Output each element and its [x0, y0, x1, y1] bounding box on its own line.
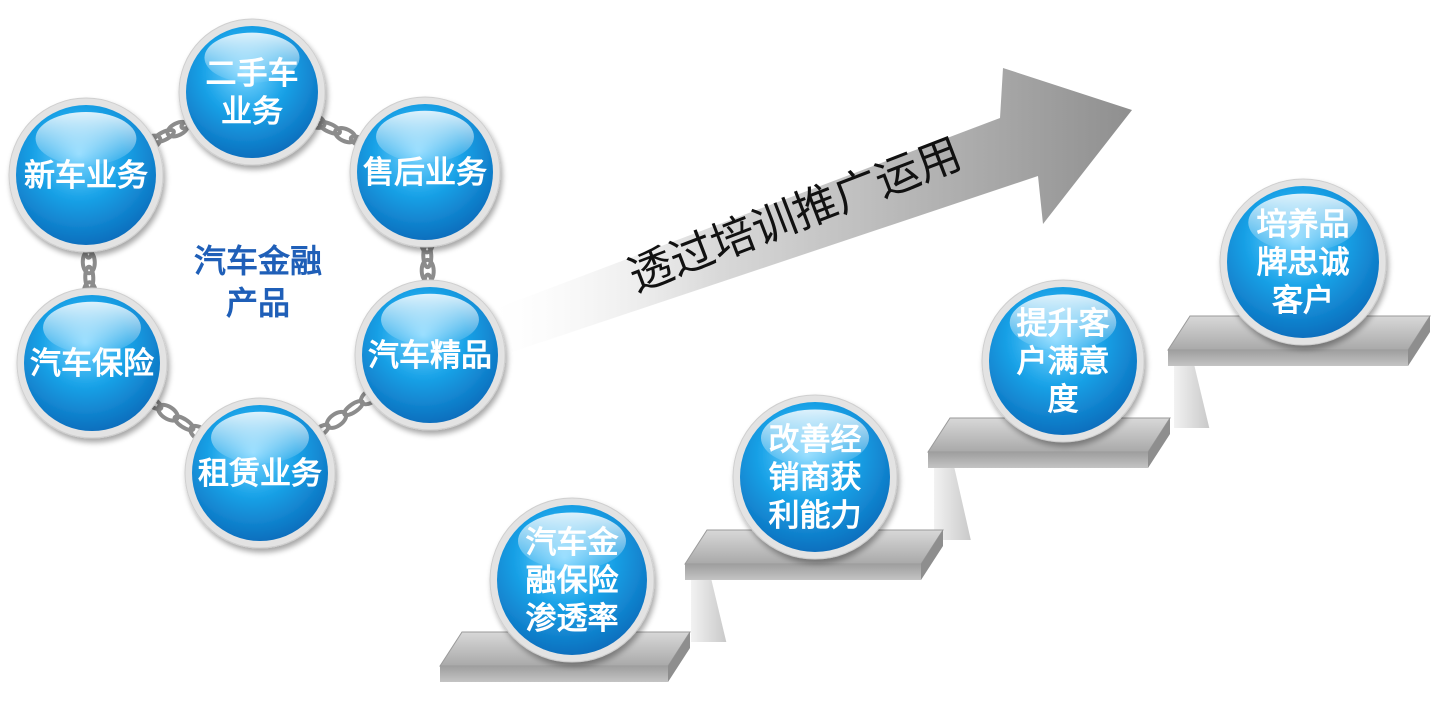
bubble-gloss [1009, 294, 1117, 351]
center-line-1: 汽车金融 [194, 242, 322, 280]
bubble-gloss [381, 293, 479, 346]
step-node-loyalty-line-1: 培养品 [1257, 207, 1350, 243]
chain-link [156, 402, 180, 423]
stair-side [921, 530, 943, 580]
cycle-node-insurance: 汽车保险 [16, 287, 168, 439]
cycle-node-new-car: 新车业务 [8, 97, 164, 253]
stair-front [1168, 350, 1408, 366]
bubble-gloss [35, 112, 137, 166]
step-node-profitability-line-3: 利能力 [769, 498, 862, 534]
cycle-node-used-car-line-1: 二手车 [206, 56, 299, 92]
chain-link [172, 414, 196, 433]
cycle-node-boutique: 汽车精品 [354, 279, 506, 431]
step-node-penetration-line-2: 融保险 [526, 563, 620, 599]
cycle-node-used-car-line-2: 业务 [221, 94, 283, 130]
stair-front [440, 666, 668, 682]
bubble-gloss [376, 110, 474, 163]
cycle-node-leasing: 租赁业务 [184, 397, 336, 549]
bubble-gloss [518, 512, 626, 570]
step-node-satisfaction-line-3: 度 [1048, 382, 1079, 418]
stair-side [668, 632, 690, 682]
step-node-satisfaction-line-1: 提升客 [1017, 306, 1110, 342]
step-node-satisfaction-line-2: 户满意 [1017, 344, 1110, 380]
cycle-node-after-sales-line-1: 售后业务 [363, 155, 487, 191]
cycle-node-after-sales: 售后业务 [349, 96, 501, 248]
step-node-loyalty-line-2: 牌忠诚 [1257, 245, 1350, 281]
center-line-2: 产品 [226, 284, 290, 322]
cycle-node-insurance-line-1: 汽车保险 [30, 346, 155, 382]
bubble-gloss [1248, 193, 1358, 252]
stair-side [1148, 418, 1170, 468]
stair-riser [934, 466, 971, 540]
step-node-loyalty-line-3: 客户 [1272, 283, 1334, 319]
step-node-penetration-line-3: 渗透率 [526, 601, 619, 637]
cycle-node-boutique-line-1: 汽车精品 [368, 338, 492, 374]
cycle-node-new-car-line-1: 新车业务 [24, 158, 148, 194]
step-node-profitability-line-1: 改善经 [769, 422, 862, 458]
step-node-profitability-line-2: 销商获 [769, 460, 862, 496]
stair-riser [691, 578, 727, 642]
bubble-gloss [211, 411, 309, 464]
bubble-gloss [43, 301, 141, 354]
cycle-center-label: 汽车金融 产品 [194, 242, 322, 322]
cycle-node-leasing-line-1: 租赁业务 [198, 456, 322, 492]
bubble-gloss [761, 409, 869, 467]
stair-riser [1174, 364, 1210, 428]
stair-front [685, 564, 921, 580]
stair-side [1408, 316, 1430, 366]
stair-front [928, 452, 1148, 468]
step-node-penetration-line-1: 汽车金 [526, 525, 620, 561]
bubble-gloss [204, 32, 300, 83]
chain-link [317, 120, 342, 136]
chain-link [333, 126, 358, 145]
